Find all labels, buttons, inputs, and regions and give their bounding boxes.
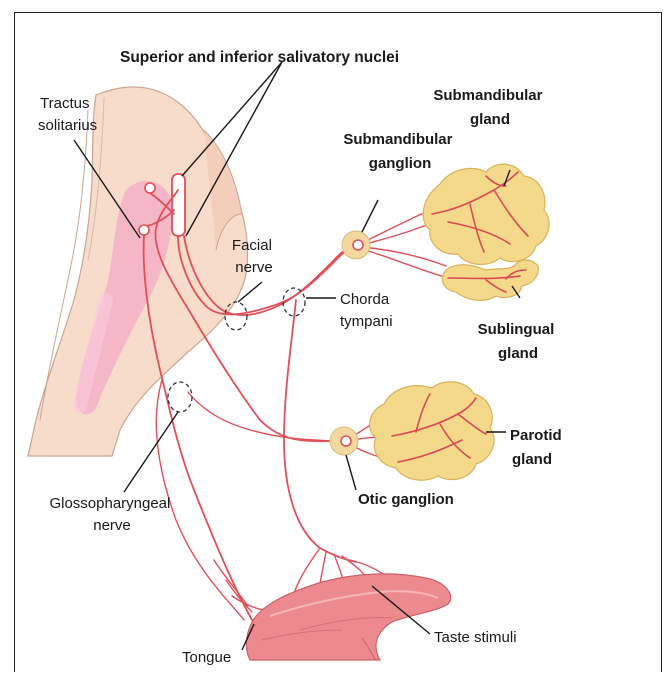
label-chorda-tympani: Chorda tympani (340, 291, 393, 330)
label-submandibular-gland: Submandibular gland (433, 87, 546, 128)
submandibular-ganglion (342, 231, 370, 259)
label-glossopharyngeal-nerve: Glossopharyngeal nerve (49, 495, 174, 534)
brainstem (28, 87, 248, 456)
label-otic-ganglion: Otic ganglion (358, 491, 454, 508)
label-submandibular-ganglion: Submandibular ganglion (343, 131, 456, 172)
tongue (246, 574, 450, 660)
label-parotid-gland: Parotid gland (510, 427, 566, 468)
submandibular-gland (423, 164, 549, 264)
otic-ganglion (330, 427, 358, 455)
label-tongue: Tongue (182, 649, 231, 666)
label-taste-stimuli: Taste stimuli (434, 629, 517, 646)
sublingual-gland (442, 260, 538, 300)
facial-nerve-marker (225, 302, 247, 330)
parotid-gland (370, 382, 494, 480)
glossopharyngeal-marker (168, 382, 192, 412)
label-salivatory-nuclei: Superior and inferior salivatory nuclei (120, 49, 399, 66)
label-sublingual-gland: Sublingual gland (478, 321, 559, 362)
